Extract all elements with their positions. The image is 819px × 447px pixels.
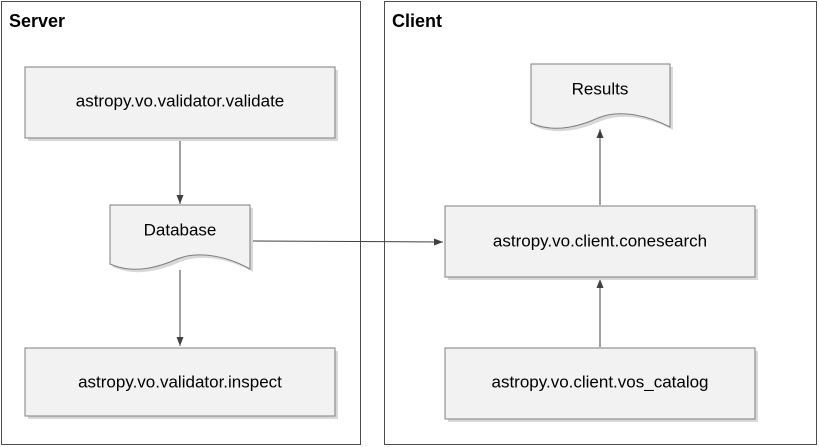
node-database-label: Database [144, 220, 217, 239]
node-client-conesearch: astropy.vo.client.conesearch [444, 205, 758, 280]
client-panel-title: Client [392, 11, 442, 31]
node-validator-inspect: astropy.vo.validator.inspect [24, 347, 338, 419]
node-results-label: Results [572, 79, 629, 98]
node-client-vos-catalog: astropy.vo.client.vos_catalog [444, 347, 758, 422]
node-validator-validate-label: astropy.vo.validator.validate [76, 91, 285, 110]
node-validator-validate: astropy.vo.validator.validate [24, 66, 338, 141]
node-validator-inspect-label: astropy.vo.validator.inspect [78, 372, 282, 391]
node-database: Database [109, 204, 253, 273]
edges [176, 129, 604, 347]
node-results: Results [530, 63, 673, 132]
server-panel-title: Server [9, 11, 65, 31]
edge-database-to-conesearch [249, 238, 444, 246]
node-client-conesearch-label: astropy.vo.client.conesearch [493, 231, 707, 250]
node-client-vos-catalog-label: astropy.vo.client.vos_catalog [491, 372, 708, 391]
